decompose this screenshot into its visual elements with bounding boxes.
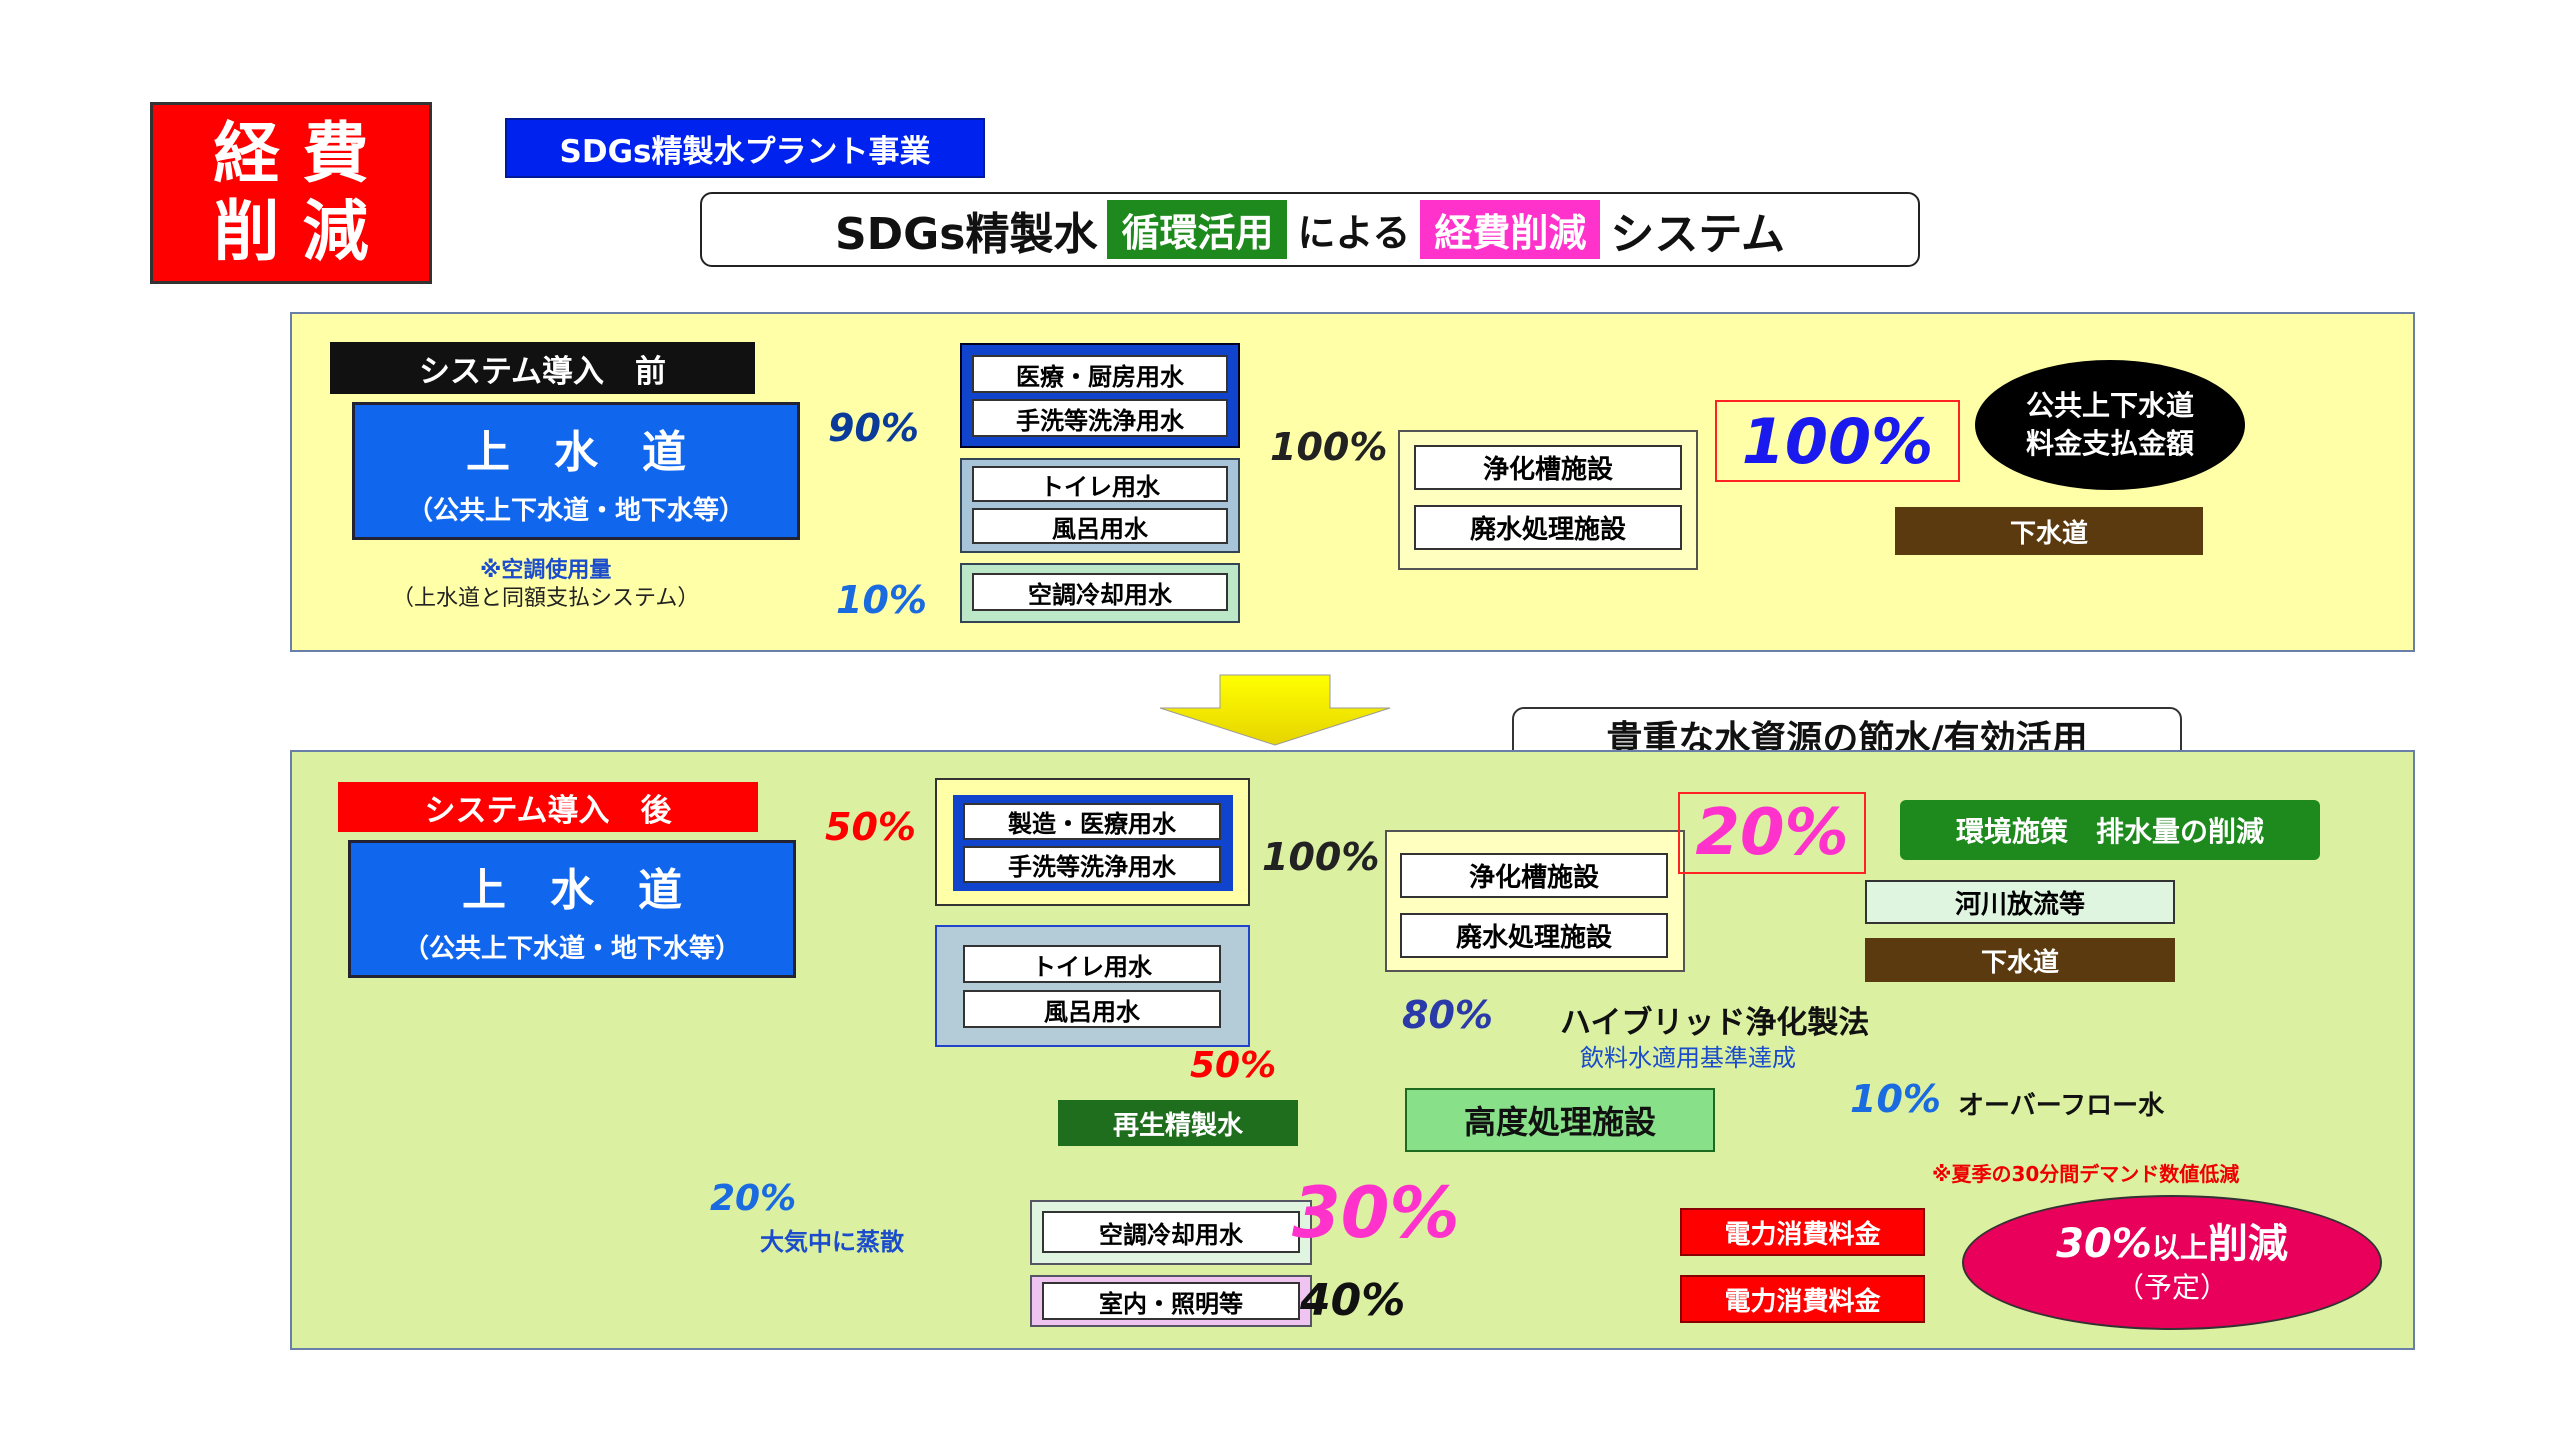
reduction-main: 30%以上削減: [2056, 1221, 2288, 1271]
after-pct-50b: 50%: [1190, 1045, 1277, 1086]
before-use-toilet: トイレ用水: [972, 466, 1228, 502]
after-main-water-supply: 上 水 道 （公共上下水道・地下水等）: [348, 840, 796, 978]
title-part1: SDGs精製水: [834, 208, 1098, 260]
power-cost-2: 電力消費料金: [1680, 1275, 1925, 1323]
before-pct-90: 90%: [828, 406, 919, 450]
after-treat-wastewater: 廃水処理施設: [1400, 913, 1668, 958]
after-uses-b-group: [935, 925, 1250, 1047]
title-tag2: 経費削減: [1420, 200, 1601, 259]
after-pct-100: 100%: [1262, 835, 1380, 879]
cost-reduction-badge: 経 費 削 減: [150, 102, 432, 284]
env-policy: 環境施策 排水量の削減: [1900, 800, 2320, 860]
summer-demand-note: ※夏季の30分間デマンド数値低減: [1932, 1162, 2240, 1186]
badge-line2: 削 減: [213, 193, 369, 270]
after-use-handwash: 手洗等洗浄用水: [963, 846, 1221, 883]
before-note-sub: （上水道と同額支払システム）: [392, 586, 700, 611]
page-title: SDGs精製水 循環活用 による 経費削減 システム: [700, 192, 1920, 267]
hybrid-method: ハイブリッド浄化製法: [1560, 1005, 1870, 1041]
reduction-word: 削減: [2207, 1220, 2288, 1267]
before-use-ac-cooling: 空調冷却用水: [972, 573, 1228, 611]
before-pct-100-box: 100%: [1715, 400, 1960, 482]
before-use-medical: 医療・厨房用水: [972, 355, 1228, 393]
drinking-standard: 飲料水適用基準達成: [1580, 1044, 1796, 1072]
after-header: システム導入 後: [338, 782, 758, 832]
before-header: システム導入 前: [330, 342, 755, 394]
after-use-bath: 風呂用水: [963, 990, 1221, 1028]
before-main-title: 上 水 道: [466, 426, 686, 478]
title-tag1: 循環活用: [1107, 200, 1288, 259]
after-pct-20-box: 20%: [1678, 792, 1866, 874]
title-part3: システム: [1610, 208, 1786, 260]
before-main-water-supply: 上 水 道 （公共上下水道・地下水等）: [352, 402, 800, 540]
after-pct-80: 80%: [1402, 993, 1493, 1037]
before-pct-100: 100%: [1270, 425, 1388, 469]
after-pct-30: 30%: [1292, 1172, 1460, 1254]
before-note-title: ※空調使用量: [480, 558, 612, 583]
recycled-water: 再生精製水: [1058, 1100, 1298, 1146]
after-pct-50a: 50%: [825, 805, 916, 849]
cost-line1: 公共上下水道: [2025, 389, 2194, 422]
evaporation-label: 大気中に蒸散: [760, 1228, 904, 1256]
before-treat-septic: 浄化槽施設: [1414, 445, 1682, 490]
arrow-down-yellow: [1159, 674, 1391, 746]
badge-line1: 経 費: [213, 115, 369, 192]
advanced-treatment: 高度処理施設: [1405, 1088, 1715, 1152]
after-pct-20b: 20%: [710, 1178, 797, 1219]
after-sewer: 下水道: [1865, 938, 2175, 982]
before-treat-wastewater: 廃水処理施設: [1414, 505, 1682, 550]
before-sewer: 下水道: [1895, 507, 2203, 555]
power-cost-1: 電力消費料金: [1680, 1208, 1925, 1256]
after-use-manufacturing: 製造・医療用水: [963, 803, 1221, 840]
after-pct-40: 40%: [1300, 1275, 1406, 1326]
title-part2: による: [1297, 211, 1411, 255]
before-use-handwash: 手洗等洗浄用水: [972, 399, 1228, 437]
after-ac-cooling: 空調冷却用水: [1042, 1211, 1300, 1253]
cost-line2: 料金支払金額: [2025, 427, 2194, 460]
project-label: SDGs精製水プラント事業: [505, 118, 985, 178]
reduction-sub: （予定）: [2115, 1270, 2228, 1304]
after-main-sub: （公共上下水道・地下水等）: [402, 933, 741, 964]
reduction-pct: 30%: [2056, 1220, 2152, 1267]
after-indoor-lighting: 室内・照明等: [1042, 1282, 1300, 1320]
after-main-title: 上 水 道: [462, 864, 682, 916]
before-public-water-cost: 公共上下水道 料金支払金額: [1975, 360, 2245, 490]
after-pct-10: 10%: [1850, 1077, 1941, 1121]
after-treat-septic: 浄化槽施設: [1400, 853, 1668, 898]
overflow-label: オーバーフロー水: [1958, 1091, 2165, 1121]
reduction-more: 以上: [2151, 1230, 2208, 1264]
reduction-ellipse: 30%以上削減 （予定）: [1962, 1195, 2382, 1330]
before-use-bath: 風呂用水: [972, 508, 1228, 544]
before-main-sub: （公共上下水道・地下水等）: [406, 495, 745, 526]
after-use-toilet: トイレ用水: [963, 945, 1221, 983]
before-pct-10: 10%: [836, 578, 927, 622]
after-river: 河川放流等: [1865, 880, 2175, 924]
